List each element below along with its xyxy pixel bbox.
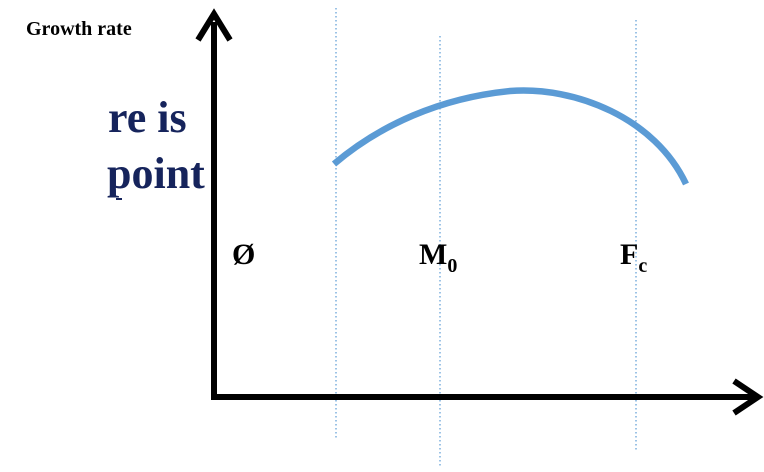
growth-curve bbox=[331, 87, 689, 186]
slide-text-line-1: re is bbox=[108, 93, 187, 142]
text-fragment-mark bbox=[116, 198, 122, 200]
y-axis-label: Growth rate bbox=[26, 18, 132, 40]
y-axis-arrowhead bbox=[195, 8, 233, 42]
x-axis-arrowhead bbox=[732, 378, 764, 416]
region-label-m0: M0 bbox=[419, 238, 458, 278]
slide-text-line-2: point bbox=[107, 149, 205, 198]
region-label-phi: Ø bbox=[232, 238, 256, 271]
region-label-fc: Fc bbox=[620, 238, 648, 278]
